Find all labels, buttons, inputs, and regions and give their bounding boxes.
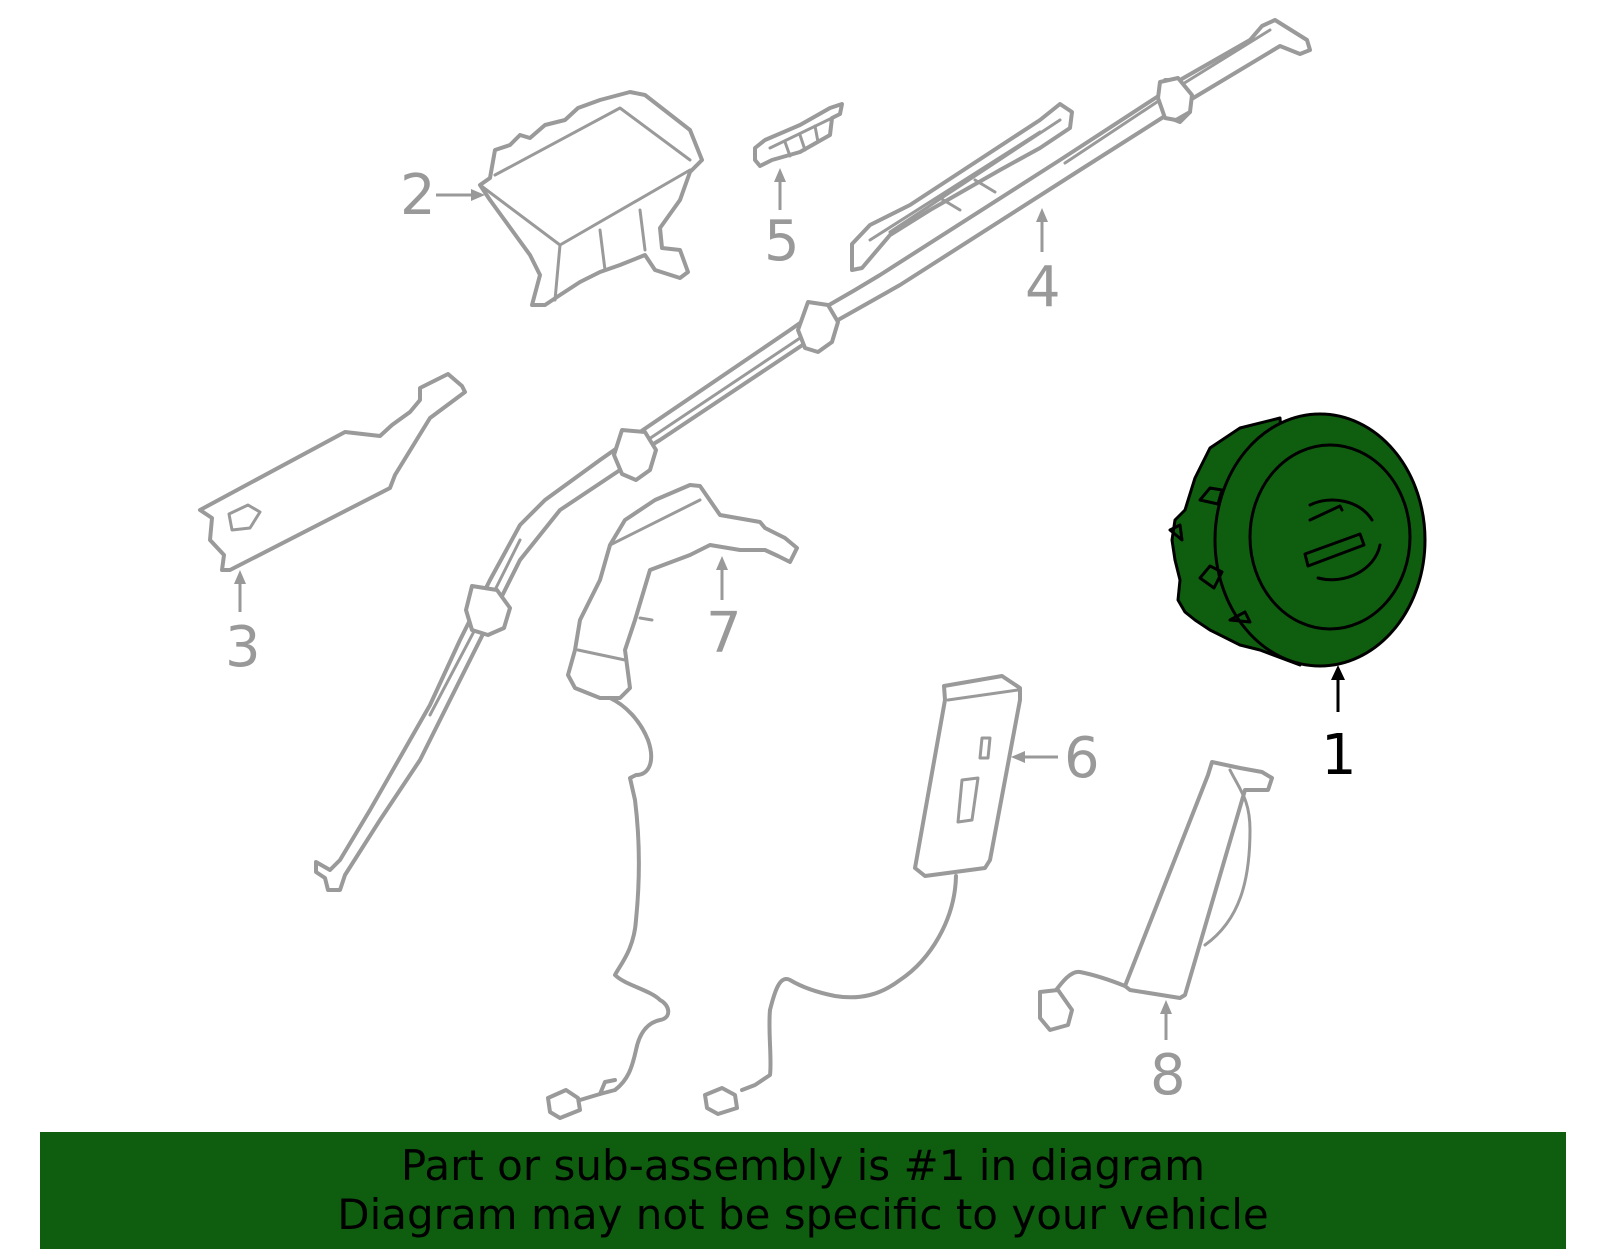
part-6-seat-airbag[interactable] (703, 674, 1022, 1116)
callout-8-label: 8 (1150, 1043, 1186, 1108)
callout-7: 7 (706, 556, 742, 666)
callout-2: 2 (400, 163, 485, 228)
callout-1: 1 (1321, 665, 1357, 788)
info-banner: Part or sub-assembly is #1 in diagram Di… (40, 1132, 1566, 1249)
part-3-bracket[interactable] (198, 372, 467, 572)
part-1-driver-airbag[interactable] (1168, 412, 1427, 668)
callout-3: 3 (225, 570, 261, 680)
callout-3-label: 3 (225, 615, 261, 680)
part-7-pretensioner[interactable] (546, 483, 799, 1120)
banner-line-2: Diagram may not be specific to your vehi… (337, 1190, 1269, 1239)
callout-6: 6 (1011, 726, 1100, 791)
callout-7-label: 7 (706, 601, 742, 666)
callout-5-label: 5 (764, 209, 800, 274)
banner-line-1: Part or sub-assembly is #1 in diagram (400, 1141, 1206, 1190)
part-8-side-airbag[interactable] (1038, 760, 1274, 1032)
part-2-passenger-airbag[interactable] (478, 90, 704, 307)
part-4-curtain-airbag[interactable] (314, 18, 1312, 892)
part-5-sensor-bracket[interactable] (753, 102, 844, 168)
callout-8: 8 (1150, 1000, 1186, 1108)
callout-5: 5 (764, 168, 800, 274)
callout-4: 4 (1025, 208, 1061, 320)
callout-2-label: 2 (400, 163, 436, 228)
callout-6-label: 6 (1064, 726, 1100, 791)
callout-1-label: 1 (1321, 723, 1357, 788)
callout-4-label: 4 (1025, 255, 1061, 320)
